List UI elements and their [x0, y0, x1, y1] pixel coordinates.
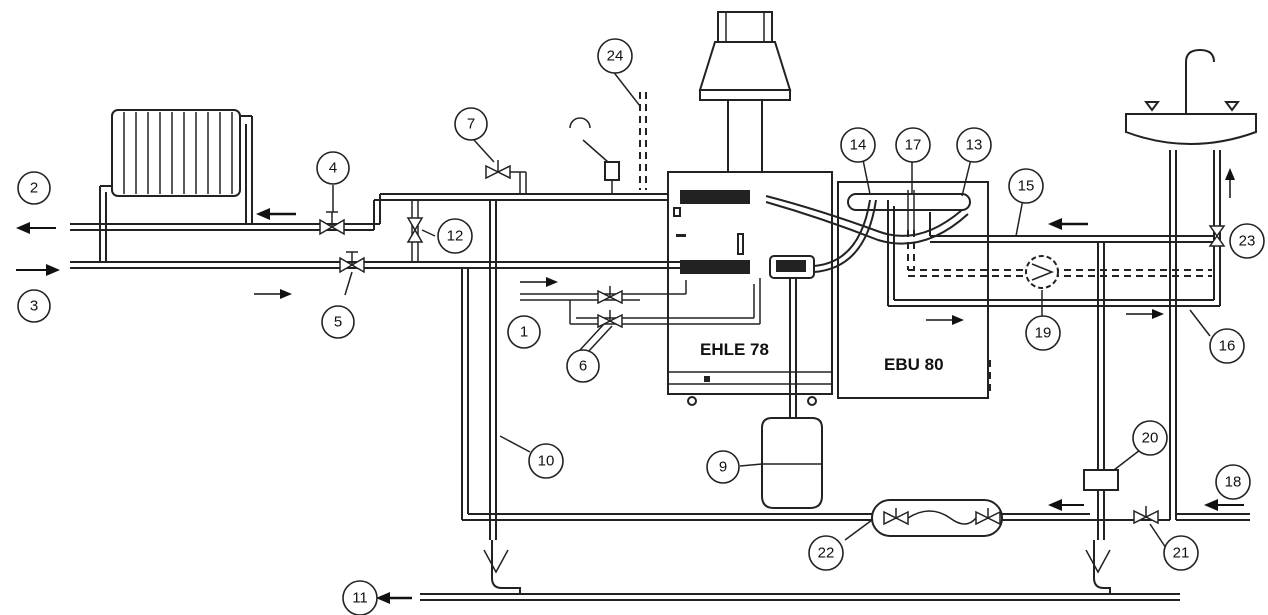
flow-arrows: [16, 117, 1244, 604]
cylinder-pipes: [680, 190, 1250, 540]
svg-text:24: 24: [607, 48, 624, 65]
callout-17: 17: [895, 127, 931, 163]
svg-text:18: 18: [1225, 474, 1242, 491]
callout-1: 1: [507, 315, 541, 349]
callout-20: 20: [1132, 420, 1168, 456]
callout-10: 10: [528, 443, 564, 479]
svg-text:19: 19: [1035, 325, 1052, 342]
callout-7: 7: [454, 107, 488, 141]
valve-4: [319, 211, 345, 236]
arrow-drain-11: [376, 592, 412, 604]
valve-23: [1208, 225, 1226, 247]
sink-basin: [1125, 48, 1257, 520]
callout-15: 15: [1008, 168, 1044, 204]
filling-group: [871, 499, 1003, 537]
svg-text:9: 9: [719, 459, 727, 476]
svg-text:2: 2: [30, 180, 38, 197]
leader-lines: [332, 69, 1211, 549]
valve-7: [485, 160, 511, 180]
svg-text:10: 10: [538, 453, 555, 470]
valve-12: [406, 217, 424, 243]
callout-14: 14: [840, 127, 876, 163]
callout-13: 13: [956, 127, 992, 163]
arrow-filling-line: [1048, 499, 1084, 511]
arrow-cylinder-bottom: [926, 315, 964, 325]
callout-18: 18: [1215, 464, 1251, 500]
arrow-return-line: [254, 289, 292, 299]
callout-11: 11: [342, 580, 378, 615]
arrow-radiator-return: [256, 208, 296, 220]
callouts: 1 2 3 4 5 6 7 9 10 11 12 13 14 15 16 17 …: [17, 38, 1265, 615]
svg-text:23: 23: [1239, 233, 1256, 250]
svg-text:7: 7: [467, 116, 475, 133]
svg-text:4: 4: [329, 160, 337, 177]
svg-text:20: 20: [1142, 430, 1159, 447]
valve-6a: [597, 286, 623, 305]
callout-3: 3: [17, 289, 51, 323]
boiler-unit: EHLE 78: [667, 171, 833, 406]
callout-19: 19: [1025, 315, 1061, 351]
boiler-label: EHLE 78: [700, 340, 769, 359]
arrow-hot-water: [1048, 218, 1088, 230]
svg-text:17: 17: [905, 137, 922, 154]
callout-5: 5: [321, 305, 355, 339]
callout-23: 23: [1229, 223, 1265, 259]
callout-6: 6: [566, 349, 600, 383]
callout-24: 24: [597, 38, 633, 74]
callout-21: 21: [1163, 535, 1199, 571]
svg-text:13: 13: [966, 137, 983, 154]
callout-4: 4: [316, 151, 350, 185]
expansion-vessel: [761, 417, 823, 509]
valves: [319, 160, 1226, 537]
svg-text:3: 3: [30, 298, 38, 315]
heating-pipes: [70, 92, 1180, 601]
flue-chimney: [698, 11, 792, 173]
cylinder-label: EBU 80: [884, 355, 944, 374]
arrow-out-2: [16, 222, 56, 234]
callout-16: 16: [1209, 328, 1245, 364]
gauge-symbol: [569, 117, 591, 129]
svg-text:16: 16: [1219, 338, 1236, 355]
svg-text:14: 14: [850, 137, 867, 154]
svg-text:21: 21: [1173, 545, 1190, 562]
callout-2: 2: [17, 171, 51, 205]
arrow-cold-water: [1126, 309, 1164, 319]
callout-9: 9: [706, 450, 740, 484]
svg-text:15: 15: [1018, 178, 1035, 195]
callout-12: 12: [437, 218, 473, 254]
valve-5: [339, 251, 365, 274]
arrow-in-3: [16, 264, 60, 276]
radiator: [111, 109, 241, 197]
svg-text:1: 1: [520, 324, 528, 341]
svg-text:22: 22: [818, 545, 835, 562]
arrow-fill-line: [520, 277, 558, 287]
arrow-sink-up: [1225, 168, 1235, 198]
svg-text:12: 12: [447, 228, 464, 245]
callout-22: 22: [808, 535, 844, 571]
valve-21: [1133, 506, 1159, 525]
arrow-supply-18: [1204, 499, 1244, 511]
svg-text:11: 11: [352, 590, 368, 607]
svg-text:5: 5: [334, 314, 342, 331]
circulator-pump: [1025, 255, 1059, 289]
svg-text:6: 6: [579, 358, 587, 375]
